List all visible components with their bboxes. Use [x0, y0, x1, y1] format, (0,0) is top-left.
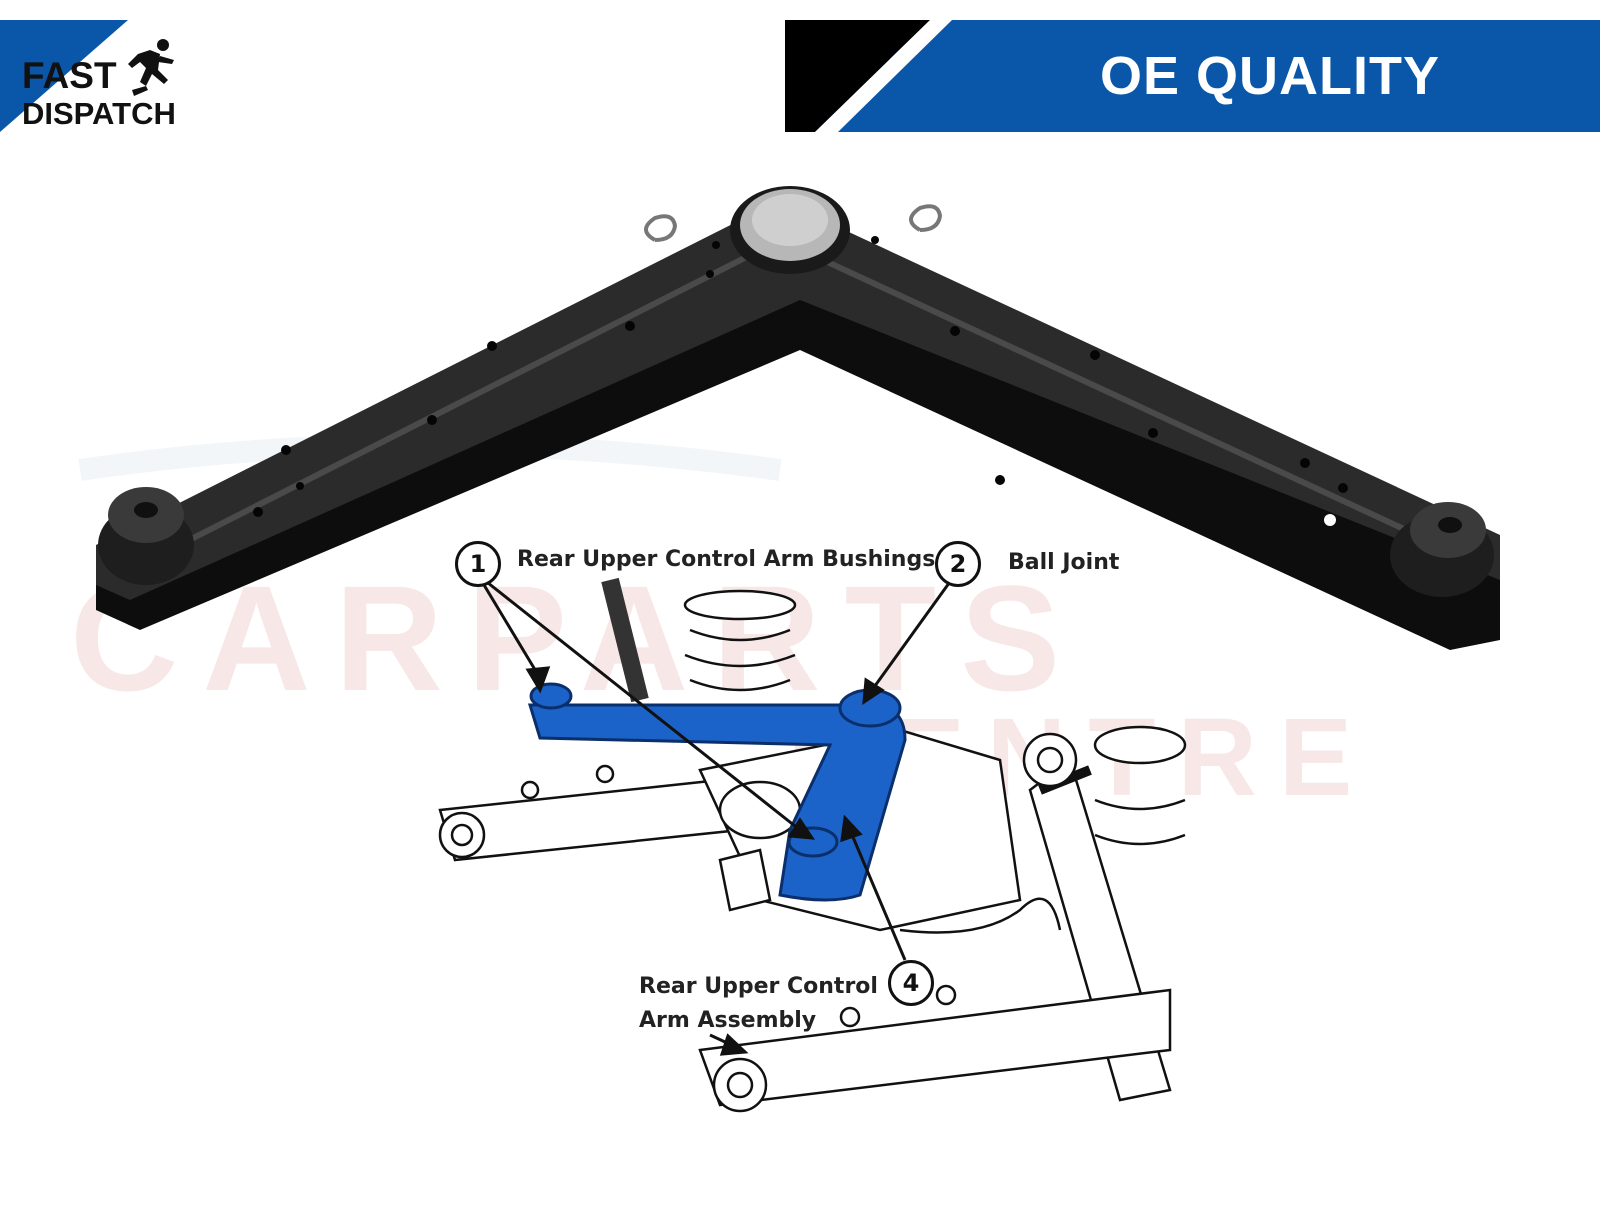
- callout-label-assembly-line1: Rear Upper Control: [639, 974, 878, 999]
- dispatch-text: DISPATCH: [22, 96, 176, 131]
- callout-number-2: 2: [935, 541, 981, 587]
- fast-text: FAST: [22, 55, 117, 96]
- banner-white-stripe: [815, 20, 952, 132]
- control-arm-photo: [96, 186, 1500, 650]
- callout-label-bushings: Rear Upper Control Arm Bushings: [517, 547, 936, 572]
- banner-black-wedge: [785, 20, 930, 132]
- callout-label-assembly-line2: Arm Assembly: [639, 1008, 817, 1033]
- running-man-icon: [128, 39, 174, 96]
- callout-leaders: [476, 571, 959, 1056]
- callout-label-ball-joint: Ball Joint: [1008, 550, 1120, 575]
- callout-number-4: 4: [888, 960, 934, 1006]
- fast-dispatch-badge-bg: [0, 20, 128, 132]
- oe-quality-text: OE QUALITY: [1099, 46, 1440, 106]
- callout-label-assembly: Rear Upper Control Arm Assembly: [639, 970, 878, 1038]
- callout-number-1: 1: [455, 541, 501, 587]
